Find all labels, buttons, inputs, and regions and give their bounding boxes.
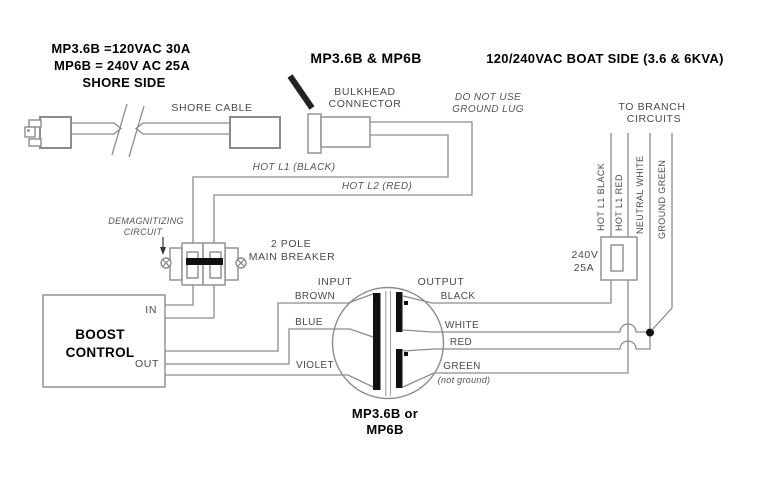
ground-lug-warning-2: GROUND LUG (452, 104, 524, 115)
wire-label-red: RED (450, 337, 472, 348)
wire-brown (165, 293, 374, 352)
not-ground-note: (not ground) (438, 375, 491, 385)
breaker-handle-bar (186, 258, 223, 265)
plug-prong-bottom (28, 138, 42, 147)
bulkhead-label-1: BULKHEAD (334, 86, 395, 98)
demag-label-2: CIRCUIT (124, 227, 164, 237)
bulkhead-bar (307, 113, 322, 154)
bulkhead-body (320, 116, 371, 148)
wire-blue (165, 328, 374, 365)
wire-breaker-to-boost-2 (165, 285, 215, 319)
breaker-coil-left-x (162, 259, 170, 267)
branch-label-2: CIRCUITS (627, 113, 681, 125)
breaker-coil-right-x (237, 259, 245, 267)
branch-label-ground-green: GROUND GREEN (657, 160, 667, 239)
wire-label-white: WHITE (445, 320, 479, 331)
primary-winding-bar (373, 293, 381, 390)
shore-side-label: SHORE SIDE (82, 75, 165, 90)
boost-in-label: IN (145, 304, 157, 316)
output-breaker-label-1: 240V (572, 249, 599, 261)
wire-hot-l1-black (192, 134, 449, 243)
shore-cable-connector (229, 116, 281, 149)
cable-left-segment (71, 122, 123, 135)
neutral-ground-bond-junction (646, 328, 654, 337)
secondary-winding-lower (396, 349, 403, 388)
shore-rating-line2: MP6B = 240V AC 25A (54, 58, 190, 73)
breaker-left-lug (169, 247, 183, 281)
polarity-dot-upper (404, 301, 408, 305)
transformer-name-2: MP6B (366, 422, 403, 437)
cable-break-slash-1 (111, 103, 128, 156)
wire-label-black: BLACK (441, 291, 476, 302)
bulkhead-label-2: CONNECTOR (329, 98, 402, 110)
output-breaker-inner (610, 244, 624, 272)
core-lines (385, 291, 391, 396)
wire-green-output (402, 280, 629, 388)
shore-plug (24, 116, 72, 149)
boost-name-1: BOOST (75, 327, 125, 342)
cable-break-slash-2 (128, 105, 145, 158)
wire-violet (165, 374, 374, 388)
output-label: OUTPUT (418, 276, 465, 288)
polarity-dot-lower (404, 352, 408, 356)
branch-label-neutral-white: NEUTRAL WHITE (635, 156, 645, 234)
wire-hot-l2-red (213, 121, 473, 243)
wire-label-green: GREEN (443, 361, 481, 372)
main-breaker (160, 237, 247, 286)
transformer (331, 286, 445, 400)
input-label: INPUT (318, 276, 353, 288)
boat-side-title: 120/240VAC BOAT SIDE (3.6 & 6KVA) (486, 51, 723, 66)
branch-label-hot-l1-red: HOT L1 RED (614, 174, 624, 231)
shore-cable-label: SHORE CABLE (171, 102, 252, 114)
branch-label-hot-l1-black: HOT L1 BLACK (596, 163, 606, 231)
ground-lug-warning-1: DO NOT USE (455, 92, 521, 103)
shore-cable (71, 103, 281, 158)
cable-right-segment (134, 122, 230, 135)
plug-prong-top (28, 119, 42, 128)
wire-red-output (402, 333, 651, 352)
demag-label-1: DEMAGNITIZING (108, 216, 183, 226)
wire-white-output (402, 323, 650, 333)
boost-name-2: CONTROL (66, 345, 135, 360)
wire-label-blue: BLUE (295, 317, 323, 328)
shore-rating-line1: MP3.6B =120VAC 30A (51, 41, 191, 56)
transformer-circle (331, 286, 445, 400)
model-title: MP3.6B & MP6B (310, 50, 421, 66)
hot-l2-label: HOT L2 (RED) (342, 181, 412, 192)
branch-wire-ground-green (651, 133, 673, 331)
plug-prong-dot (27, 129, 30, 132)
transformer-name-1: MP3.6B or (352, 406, 418, 421)
plug-prong-ground (24, 126, 36, 138)
wire-label-brown: BROWN (295, 291, 335, 302)
bulkhead-handle (287, 74, 315, 110)
branch-label-1: TO BRANCH (618, 101, 685, 113)
breaker-label-1: 2 POLE (271, 238, 311, 250)
wire-black-output (402, 280, 612, 304)
demag-arrow-head (160, 247, 166, 255)
wire-breaker-to-boost-1 (165, 285, 194, 306)
boost-control-box (42, 294, 166, 388)
breaker-label-2: MAIN BREAKER (249, 251, 336, 263)
boost-out-label: OUT (135, 358, 159, 370)
bulkhead-connector (287, 74, 371, 154)
output-breaker-label-2: 25A (574, 262, 594, 274)
plug-body (39, 116, 72, 149)
secondary-winding-upper (396, 292, 403, 332)
hot-l1-label: HOT L1 (BLACK) (253, 162, 336, 173)
wire-label-violet: VIOLET (296, 360, 334, 371)
